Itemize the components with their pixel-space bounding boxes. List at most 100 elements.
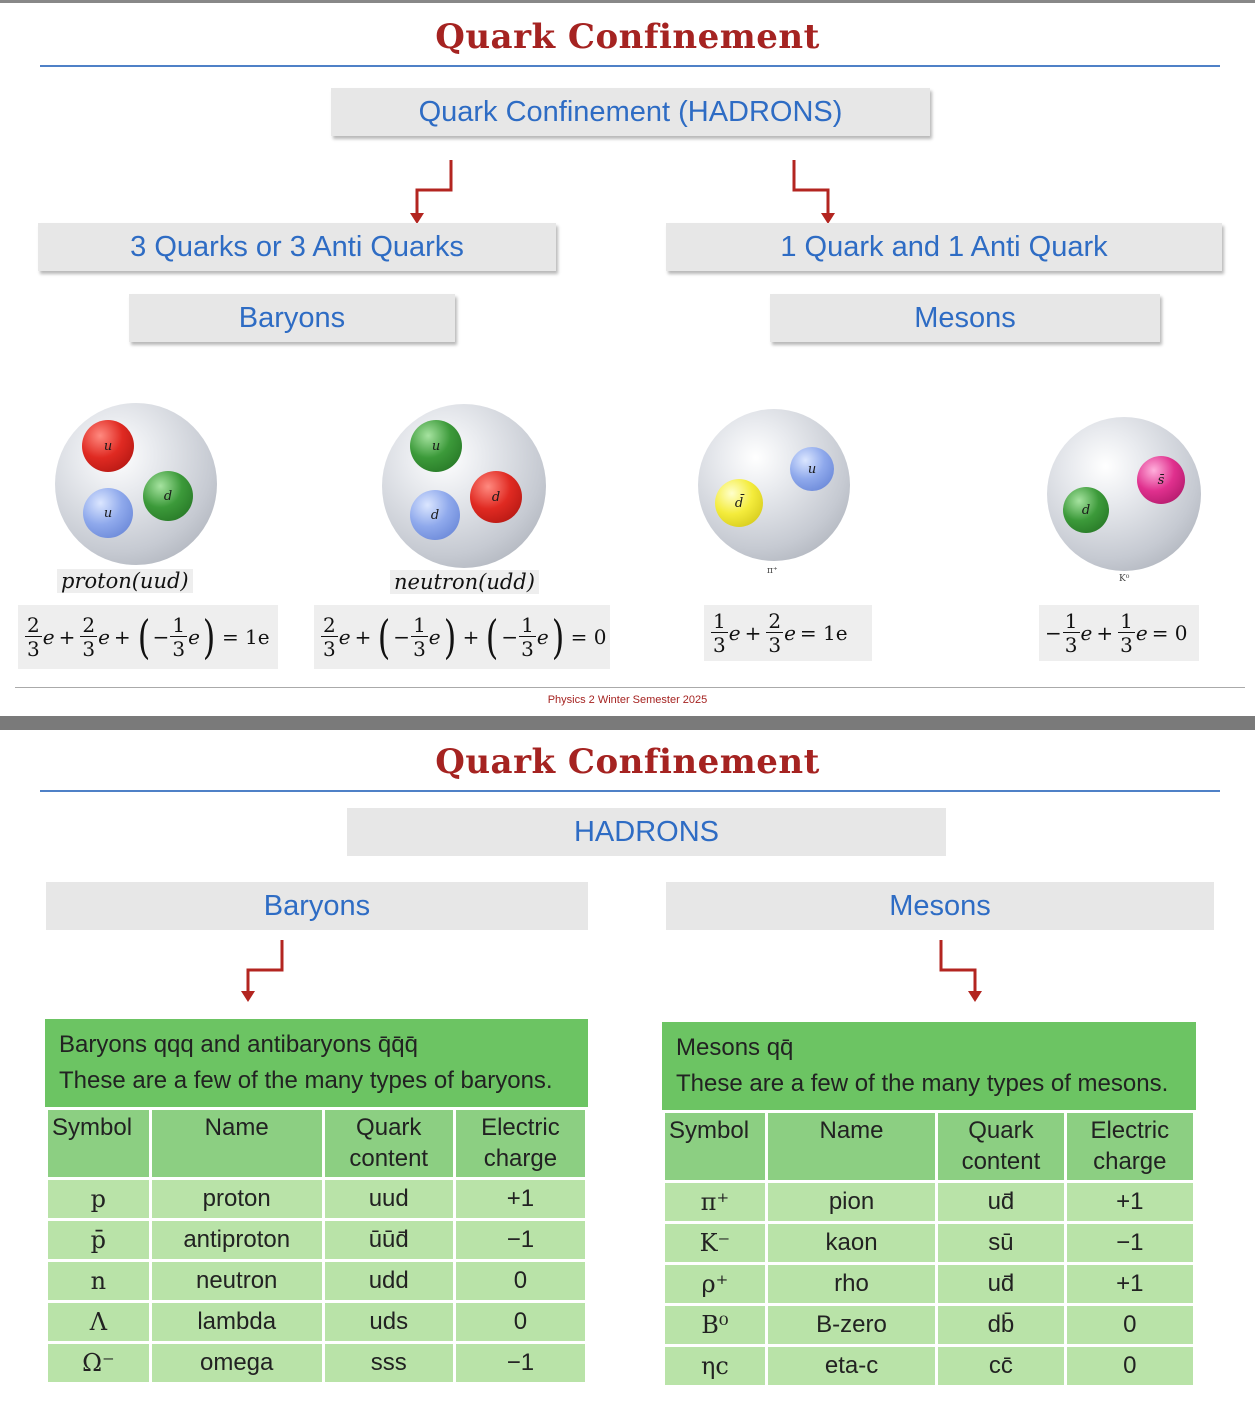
table-cell: pion <box>764 1180 939 1224</box>
table-cell: cc̄ <box>935 1344 1067 1388</box>
baryon-table-title-line1: Baryons qqq and antibaryons q̄q̄q̄ <box>59 1031 418 1058</box>
table-cell: π⁺ <box>662 1180 768 1224</box>
column-header: Electric charge <box>452 1107 589 1180</box>
table-cell: antiproton <box>148 1218 325 1262</box>
mesons-box: Mesons <box>666 882 1214 930</box>
three-quarks-box: 3 Quarks or 3 Anti Quarks <box>38 223 556 271</box>
meson-table-title-line1: Mesons qq̄ <box>676 1034 794 1061</box>
column-header: Symbol <box>662 1110 768 1183</box>
column-header: Name <box>148 1107 325 1180</box>
slide-separator <box>0 716 1255 730</box>
table-cell: +1 <box>452 1177 589 1221</box>
right-elbow-arrow-icon <box>939 940 982 1002</box>
table-cell: p̄ <box>45 1218 152 1262</box>
kaon-sphere: s̄ d <box>1047 417 1201 571</box>
title-rule <box>40 790 1220 792</box>
table-header-row: Symbol Name Quark content Electric charg… <box>662 1110 1197 1183</box>
table-cell: proton <box>148 1177 325 1221</box>
table-cell: eta-c <box>764 1344 939 1388</box>
table-cell: uds <box>321 1300 456 1344</box>
table-cell: K⁻ <box>662 1221 768 1265</box>
table-cell: ūūd̄ <box>321 1218 456 1262</box>
quark-d-green: d <box>1063 487 1109 533</box>
title-rule <box>40 65 1220 67</box>
quark-u-green: u <box>410 420 462 472</box>
table-cell: ud̄ <box>935 1262 1067 1306</box>
quark-u-blue: u <box>83 488 133 538</box>
slide-2: Quark Confinement HADRONS Baryons Mesons… <box>0 730 1255 1405</box>
hadrons-box: Quark Confinement (HADRONS) <box>331 88 930 136</box>
quark-sbar-magenta: s̄ <box>1137 456 1185 504</box>
right-elbow-arrow-icon <box>792 160 835 224</box>
baryon-table-title: Baryons qqq and antibaryons q̄q̄q̄ These… <box>45 1019 588 1107</box>
quark-d-red: d <box>470 471 522 523</box>
pion-sphere: u d̄ <box>698 409 850 561</box>
table-cell: udd <box>321 1259 456 1303</box>
table-cell: −1 <box>452 1341 589 1385</box>
table-cell: +1 <box>1063 1262 1197 1306</box>
table-row: Ω⁻ omega sss −1 <box>45 1341 589 1385</box>
footer-text: Physics 2 Winter Semester 2025 <box>547 694 708 706</box>
table-cell: uud <box>321 1177 456 1221</box>
pion-symbol: π⁺ <box>767 566 778 576</box>
neutron-sphere: u d d <box>382 404 546 568</box>
meson-table-grid: Symbol Name Quark content Electric charg… <box>662 1110 1197 1388</box>
table-cell: sss <box>321 1341 456 1385</box>
table-row: p proton uud +1 <box>45 1177 589 1221</box>
proton-label: proton(uud) <box>57 569 193 593</box>
table-cell: +1 <box>1063 1180 1197 1224</box>
baryon-table-title-line2: These are a few of the many types of bar… <box>59 1067 553 1094</box>
quark-d-green: d <box>143 471 193 521</box>
slide-title: Quark Confinement <box>435 17 820 57</box>
kaon-symbol: K⁰ <box>1119 574 1130 584</box>
table-cell: 0 <box>1063 1303 1197 1347</box>
quark-dbar-yellow: d̄ <box>715 479 763 527</box>
baryons-box: Baryons <box>129 294 455 342</box>
table-row: n neutron udd 0 <box>45 1259 589 1303</box>
baryon-table: Baryons qqq and antibaryons q̄q̄q̄ These… <box>45 1019 589 1385</box>
meson-table-title-line2: These are a few of the many types of mes… <box>676 1070 1169 1097</box>
slide-1: Quark Confinement Quark Confinement (HAD… <box>0 0 1255 706</box>
table-row: ηc eta-c cc̄ 0 <box>662 1344 1197 1388</box>
table-cell: 0 <box>452 1300 589 1344</box>
meson-table-title: Mesons qq̄ These are a few of the many t… <box>662 1022 1196 1110</box>
quark-u-blue: u <box>790 447 834 491</box>
table-cell: B⁰ <box>662 1303 768 1347</box>
quark-u-red: u <box>82 420 134 472</box>
table-cell: p <box>45 1177 152 1221</box>
hadrons-box: HADRONS <box>347 808 946 856</box>
column-header: Name <box>764 1110 939 1183</box>
table-row: ρ⁺ rho ud̄ +1 <box>662 1262 1197 1306</box>
baryon-table-grid: Symbol Name Quark content Electric charg… <box>45 1107 589 1385</box>
column-header: Quark content <box>321 1107 456 1180</box>
quark-d-blue: d <box>410 490 460 540</box>
table-cell: sū <box>935 1221 1067 1265</box>
mesons-box: Mesons <box>770 294 1160 342</box>
table-cell: −1 <box>1063 1221 1197 1265</box>
table-cell: −1 <box>452 1218 589 1262</box>
table-row: K⁻ kaon sū −1 <box>662 1221 1197 1265</box>
table-row: B⁰ B-zero db̄ 0 <box>662 1303 1197 1347</box>
table-cell: ρ⁺ <box>662 1262 768 1306</box>
table-cell: kaon <box>764 1221 939 1265</box>
table-cell: ud̄ <box>935 1180 1067 1224</box>
table-cell: n <box>45 1259 152 1303</box>
left-elbow-arrow-icon <box>410 160 453 224</box>
meson-table: Mesons qq̄ These are a few of the many t… <box>662 1022 1197 1388</box>
table-row: p̄ antiproton ūūd̄ −1 <box>45 1218 589 1262</box>
table-cell: Λ <box>45 1300 152 1344</box>
table-cell: B-zero <box>764 1303 939 1347</box>
table-header-row: Symbol Name Quark content Electric charg… <box>45 1107 589 1180</box>
left-elbow-arrow-icon <box>241 940 284 1002</box>
baryons-box: Baryons <box>46 882 588 930</box>
table-cell: ηc <box>662 1344 768 1388</box>
footer-rule <box>15 687 1245 688</box>
table-cell: db̄ <box>935 1303 1067 1347</box>
table-cell: 0 <box>452 1259 589 1303</box>
table-row: Λ lambda uds 0 <box>45 1300 589 1344</box>
neutron-label: neutron(udd) <box>390 570 539 594</box>
